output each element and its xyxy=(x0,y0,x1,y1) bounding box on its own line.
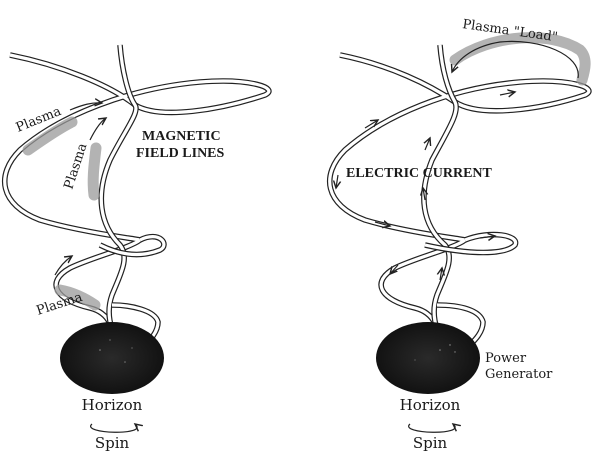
field-lines-label: FIELD LINES xyxy=(136,146,225,161)
plasma-load-shade xyxy=(449,32,591,86)
right-spin-label: Spin xyxy=(413,434,448,452)
right-horizon-label: Horizon xyxy=(400,396,461,414)
magnetic-label: MAGNETIC xyxy=(142,129,221,144)
left-spin-label: Spin xyxy=(95,434,130,452)
plasma-load-arrow xyxy=(452,40,579,79)
left-plasma-low-shade xyxy=(54,284,101,311)
left-magnetic-field-ribbon xyxy=(2,44,272,347)
left-horizon-label: Horizon xyxy=(82,396,143,414)
left-plasma-mid-shade xyxy=(87,142,102,201)
right-current-ribbon xyxy=(327,44,592,347)
left-plasma-mid-arrow xyxy=(89,118,106,141)
left-black-hole xyxy=(60,322,164,394)
right-panel: Plasma "Load" ELECTRIC CURRENT Power Gen… xyxy=(327,17,592,452)
generator-label: Generator xyxy=(485,367,553,382)
left-plasma-low-arrow xyxy=(54,256,72,276)
left-spin-arrow xyxy=(90,424,138,433)
current-flow-arrows xyxy=(336,92,515,281)
power-label: Power xyxy=(485,351,527,366)
left-plasma-mid-label: Plasma xyxy=(62,141,91,191)
electric-current-label: ELECTRIC CURRENT xyxy=(346,166,493,181)
right-black-hole xyxy=(376,322,480,394)
left-plasma-top-shade xyxy=(22,116,78,156)
right-spin-arrow xyxy=(408,424,456,433)
left-plasma-top-arrow xyxy=(69,103,102,111)
left-panel: Plasma Plasma Plasma MAGNETIC FIELD LINE… xyxy=(2,44,272,452)
